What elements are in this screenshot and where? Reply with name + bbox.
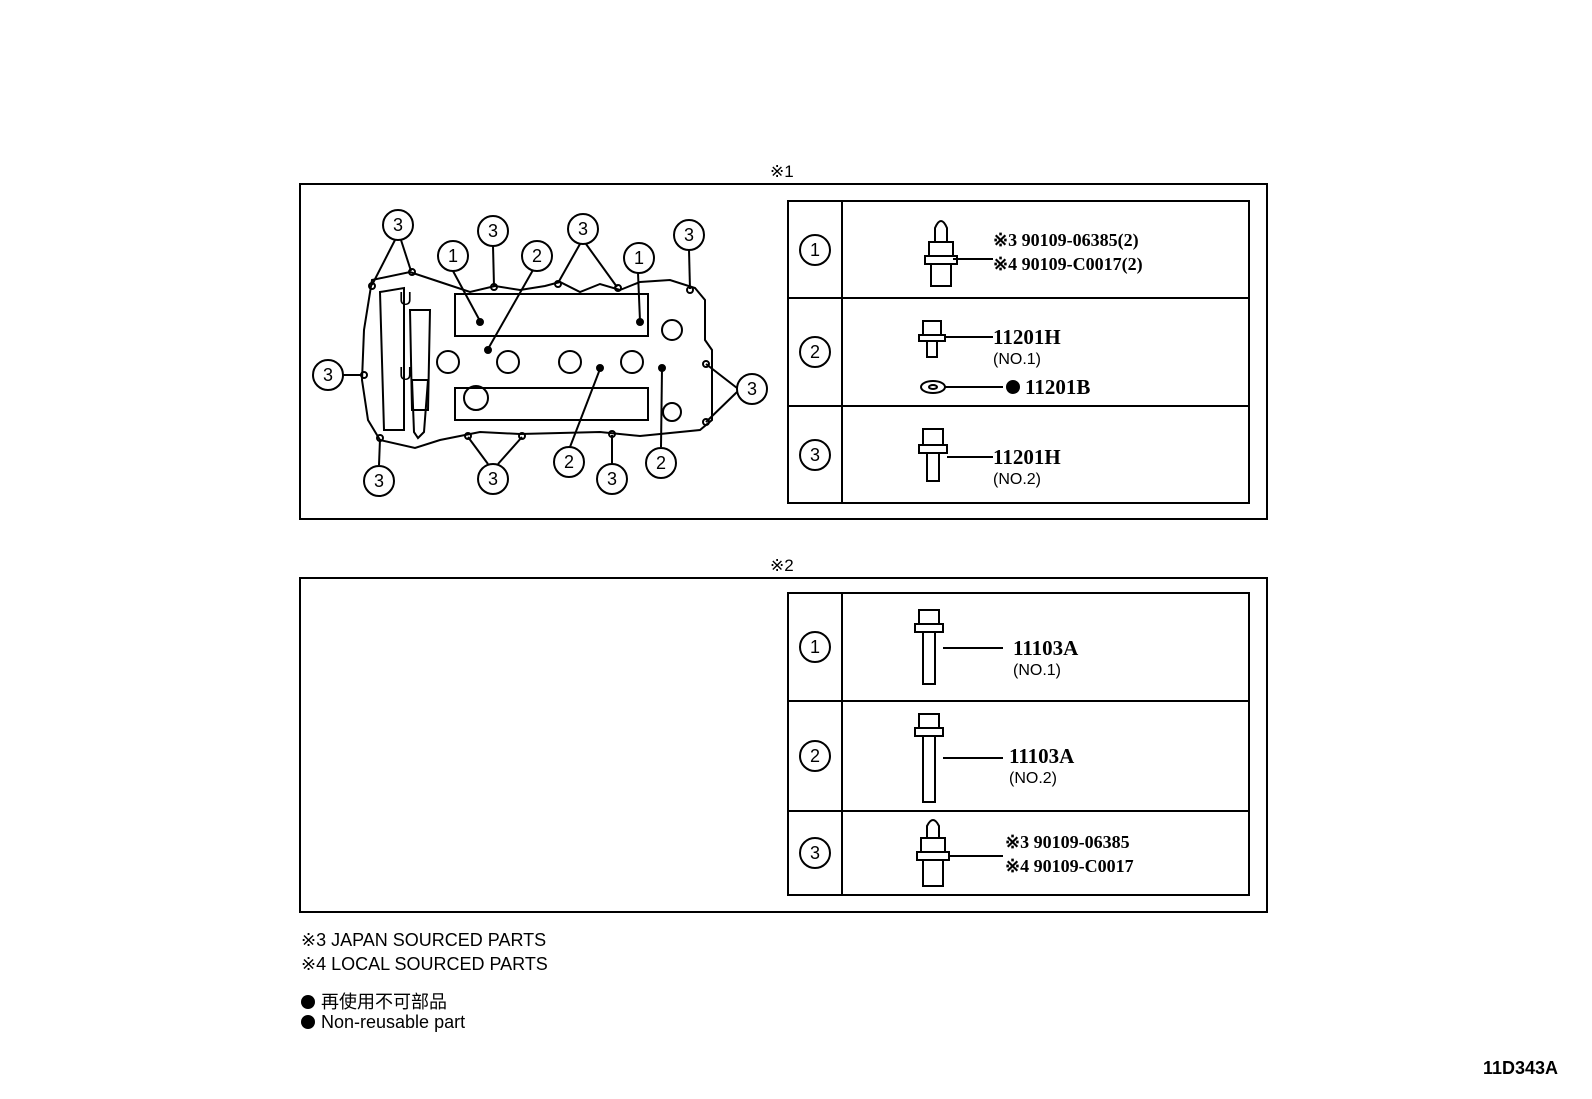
- table-row: 2 11103A (NO.2): [787, 700, 1250, 812]
- stud-bolt-icon: [924, 220, 993, 287]
- table-row: 1 ※3 90109-06385(2) ※4 90109-C0017(2): [787, 200, 1250, 299]
- ref-number: 1: [799, 631, 831, 663]
- table-row: 3 ※3 90109-06385 ※4 90109-C0017: [787, 810, 1250, 896]
- note-text: Non-reusable part: [321, 1012, 466, 1032]
- bolt-part-number: 11103A: [1013, 636, 1079, 660]
- drawing-code: 11D343A: [1482, 1058, 1558, 1078]
- ref-number: 3: [799, 837, 831, 869]
- note-local-sourced: ※4 LOCAL SOURCED PARTS: [301, 954, 548, 974]
- section-1-label: ※1: [770, 162, 794, 181]
- long-bolt-icon: [914, 609, 1003, 685]
- stud-bolt-icon: [916, 819, 1003, 887]
- washer-part-number: 11201B: [1025, 375, 1091, 399]
- bolt-icon: [918, 428, 993, 482]
- note-non-reusable-en: Non-reusable part: [301, 1012, 465, 1033]
- section-2-parts-table: 1 11103A (NO.1) 2: [787, 592, 1250, 896]
- part-number-japan: ※3 90109-06385: [1005, 832, 1130, 852]
- bolt-part-suffix: (NO.2): [993, 471, 1041, 488]
- ref-number: 2: [799, 740, 831, 772]
- bolt-part-suffix: (NO.1): [1013, 662, 1061, 679]
- long-bolt-icon: [914, 713, 1003, 803]
- bolt-part-suffix: (NO.1): [993, 351, 1041, 368]
- section-1-parts-table: 1 ※3 90109-06385(2) ※4 90109-C0017(2) 2: [787, 200, 1250, 504]
- ref-number: 2: [799, 336, 831, 368]
- part-number-local: ※4 90109-C0017: [1005, 856, 1134, 876]
- bolt-and-washer-icon: [918, 320, 1020, 394]
- bolt-part-suffix: (NO.2): [1009, 770, 1057, 787]
- bolt-part-number: 11201H: [993, 445, 1061, 469]
- note-non-reusable-ja: 再使用不可部品: [301, 988, 447, 1014]
- note-japan-sourced: ※3 JAPAN SOURCED PARTS: [301, 930, 547, 950]
- bolt-part-number: 11103A: [1009, 744, 1075, 768]
- section-2-label: ※2: [770, 556, 794, 575]
- bolt-part-number: 11201H: [993, 325, 1061, 349]
- ref-number: 1: [799, 233, 831, 266]
- part-number-japan: ※3 90109-06385(2): [993, 230, 1139, 250]
- table-row: 3 11201H (NO.2): [787, 405, 1250, 504]
- ref-number: 3: [799, 438, 831, 471]
- part-number-local: ※4 90109-C0017(2): [993, 254, 1143, 274]
- note-text: 再使用不可部品: [321, 992, 447, 1012]
- table-row: 1 11103A (NO.1): [787, 592, 1250, 702]
- bullet-icon: [301, 995, 315, 1009]
- bullet-icon: [301, 1015, 315, 1029]
- table-row: 2 11201H (NO.1) 11201B: [787, 297, 1250, 407]
